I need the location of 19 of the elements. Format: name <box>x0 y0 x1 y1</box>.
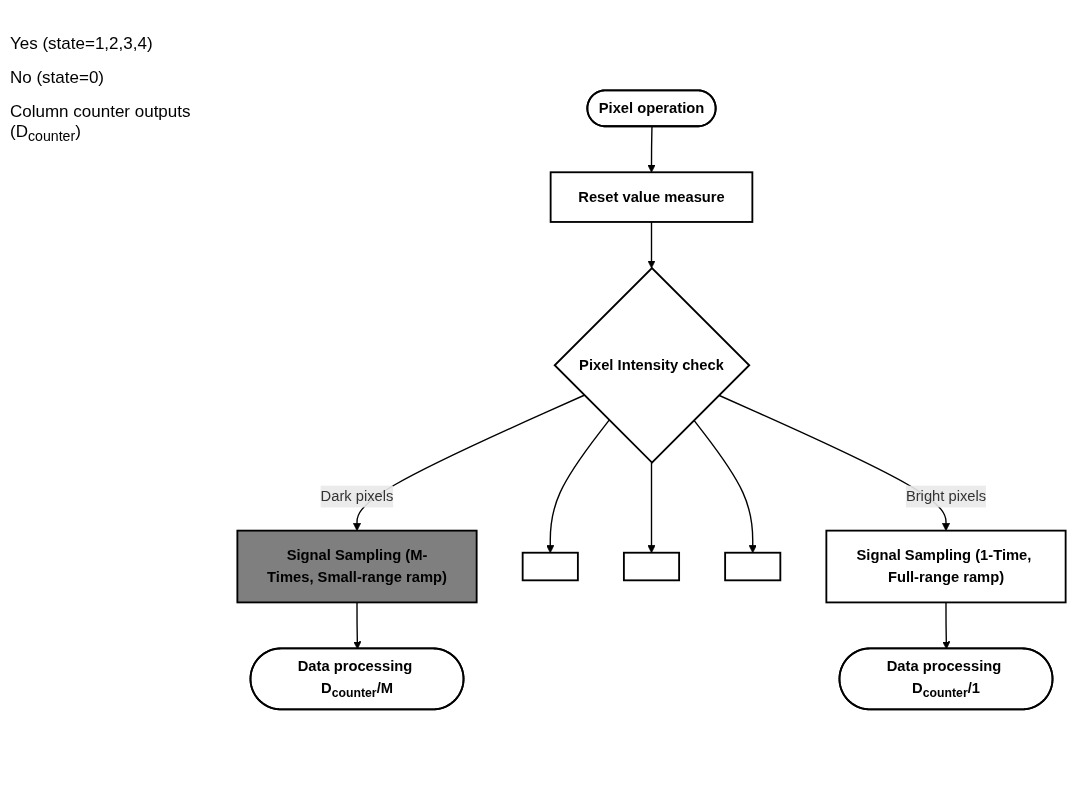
arrow <box>693 419 757 553</box>
note-text: No (state=0) <box>10 68 105 88</box>
note-text: Column counter outputs (D$_{counter}$) <box>10 102 192 145</box>
note-text: Yes (state=1,2,3,4) <box>10 34 154 54</box>
edge-label: Bright pixels <box>905 487 987 504</box>
arrow <box>647 125 656 173</box>
arrow <box>353 601 362 649</box>
node-box: Reset value measure <box>549 171 754 223</box>
node-diamond: Pixel Intensity check <box>553 266 751 464</box>
node-box <box>724 551 782 581</box>
node-box: Signal Sampling (1-Time, Full-range ramp) <box>825 529 1067 603</box>
node-box <box>521 551 579 581</box>
arrow <box>647 461 656 553</box>
edge-label: Dark pixels <box>320 487 394 504</box>
arrow <box>647 220 656 268</box>
arrow <box>546 419 610 553</box>
arrow <box>942 601 951 649</box>
node-box: Signal Sampling (M-Times, Small-range ramp) <box>236 529 478 603</box>
node-box <box>622 551 681 581</box>
